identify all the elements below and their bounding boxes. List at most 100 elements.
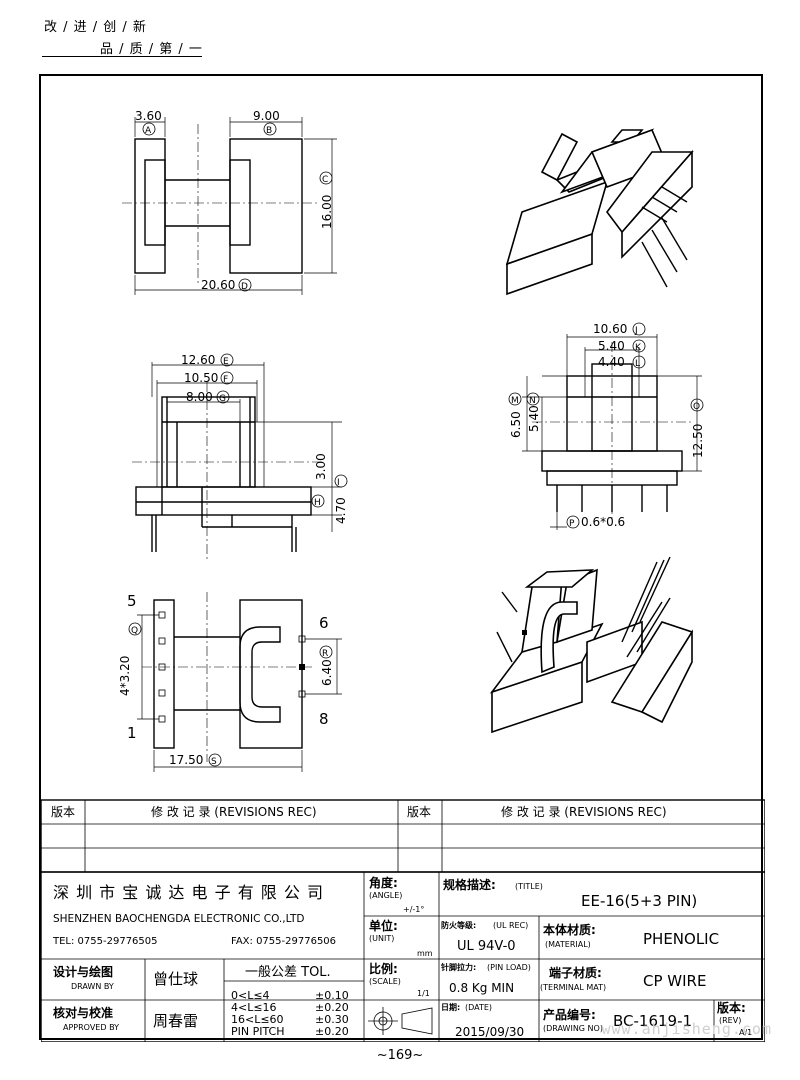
dim-k-tag: K bbox=[635, 343, 642, 353]
tolerance-range: PIN PITCH bbox=[231, 1025, 285, 1038]
pin-label-6: 6 bbox=[319, 614, 329, 632]
angle-label-en: (ANGLE) bbox=[369, 891, 402, 900]
dim-i-tag: I bbox=[337, 478, 340, 488]
dim-k: 5.40 bbox=[598, 339, 625, 353]
company-tel: TEL: 0755-29776505 bbox=[52, 936, 158, 947]
isometric-view-top bbox=[505, 128, 694, 296]
dim-s-tag: S bbox=[211, 757, 217, 767]
dim-b-tag: B bbox=[266, 126, 272, 136]
pinload-value: 0.8 Kg MIN bbox=[449, 981, 514, 995]
watermark: www.ahjisheng.com bbox=[601, 1020, 772, 1038]
side-view bbox=[522, 334, 702, 530]
drawing-no-label-en: (DRAWING NO) bbox=[543, 1024, 603, 1033]
slogan-line-1: 改 / 进 / 创 / 新 bbox=[44, 20, 147, 35]
ul-value: UL 94V-0 bbox=[457, 939, 516, 954]
dim-e: 12.60 bbox=[181, 353, 215, 367]
tolerance-value: ±0.20 bbox=[315, 1025, 349, 1038]
title-label-en: (TITLE) bbox=[515, 882, 543, 891]
dim-m: 6.50 bbox=[509, 411, 523, 438]
scale-value: 1/1 bbox=[417, 989, 430, 998]
page-number: ~169~ bbox=[376, 1048, 424, 1063]
dim-c-tag: C bbox=[322, 175, 328, 185]
top-view bbox=[122, 117, 337, 295]
dim-o-tag: O bbox=[693, 402, 700, 412]
dim-n-tag: N bbox=[529, 396, 536, 406]
drawing-no-label: 产品编号: bbox=[543, 1007, 596, 1022]
dim-a: 3.60 bbox=[135, 109, 162, 123]
title-block-grid bbox=[41, 871, 765, 1042]
rev-label: 版本: bbox=[717, 1000, 746, 1015]
dim-r: 6.40 bbox=[320, 659, 334, 686]
dim-i: 3.00 bbox=[314, 453, 328, 480]
unit-label: 单位: bbox=[369, 918, 398, 933]
pinload-label: 针脚拉力: bbox=[441, 962, 476, 972]
material-value: PHENOLIC bbox=[643, 930, 719, 948]
pin-label-1: 1 bbox=[127, 724, 137, 742]
pinload-label-en: (PIN LOAD) bbox=[487, 963, 531, 972]
revision-col-no-left: 版本 bbox=[51, 805, 75, 819]
terminal-label-en: (TERMINAL MAT) bbox=[540, 983, 606, 992]
dim-n: 5.40 bbox=[527, 405, 541, 432]
title-value: EE-16(5+3 PIN) bbox=[581, 892, 697, 910]
terminal-value: CP WIRE bbox=[643, 972, 706, 990]
dim-f-tag: F bbox=[223, 375, 228, 385]
dim-h-tag: H bbox=[314, 498, 321, 508]
material-label: 本体材质: bbox=[543, 922, 596, 937]
revision-col-no-right: 版本 bbox=[407, 805, 431, 819]
drawn-by-value: 曾仕球 bbox=[153, 970, 198, 988]
rev-label-en: (REV) bbox=[719, 1016, 741, 1025]
unit-value: mm bbox=[417, 949, 433, 958]
rev-value: A/1 bbox=[739, 1028, 752, 1037]
dim-q: 4*3.20 bbox=[118, 656, 132, 696]
tolerance-value: ±0.20 bbox=[315, 1001, 349, 1014]
tolerance-range: 16<L≤60 bbox=[231, 1013, 284, 1026]
pin-label-5: 5 bbox=[127, 592, 137, 610]
tolerance-range: 0<L≤4 bbox=[231, 989, 270, 1002]
date-label: 日期: bbox=[441, 1002, 460, 1012]
dim-g-tag: G bbox=[219, 394, 226, 404]
approved-by-value: 周春雷 bbox=[153, 1012, 198, 1030]
dim-l-tag: L bbox=[635, 359, 640, 369]
drawing-no-value: BC-1619-1 bbox=[613, 1012, 692, 1030]
slogan-rule bbox=[42, 56, 202, 57]
scale-label-en: (SCALE) bbox=[369, 977, 401, 986]
dim-e-tag: E bbox=[223, 357, 229, 367]
dim-p: 0.6*0.6 bbox=[581, 515, 625, 529]
dim-c: 16.00 bbox=[320, 195, 334, 229]
bottom-view bbox=[137, 592, 342, 772]
dim-g: 8.00 bbox=[186, 390, 213, 404]
unit-label-en: (UNIT) bbox=[369, 934, 394, 943]
dim-l: 4.40 bbox=[598, 355, 625, 369]
drawing-frame: 3.60 A 9.00 B 16.00 C 20.60 D bbox=[39, 74, 765, 1042]
slogan-line-2: 品 / 质 / 第 / 一 bbox=[100, 42, 203, 57]
dim-j-tag: J bbox=[634, 326, 638, 336]
dim-r-tag: R bbox=[322, 649, 328, 659]
isometric-view-bottom bbox=[489, 556, 694, 734]
ul-label-en: (UL REC) bbox=[493, 921, 528, 930]
date-value: 2015/09/30 bbox=[455, 1025, 524, 1039]
scale-label: 比例: bbox=[369, 961, 398, 976]
company-name-cn: 深 圳 市 宝 诚 达 电 子 有 限 公 司 bbox=[53, 883, 324, 902]
tolerance-value: ±0.10 bbox=[315, 989, 349, 1002]
approved-by-label-en: APPROVED BY bbox=[63, 1023, 119, 1032]
revision-col-rec-right: 修 改 记 录 (REVISIONS REC) bbox=[501, 804, 667, 819]
dim-q-tag: Q bbox=[131, 626, 138, 636]
revision-col-rec-left: 修 改 记 录 (REVISIONS REC) bbox=[151, 804, 317, 819]
dim-d-tag: D bbox=[241, 282, 248, 292]
company-fax: FAX: 0755-29776506 bbox=[231, 936, 336, 947]
dim-j: 10.60 bbox=[593, 322, 627, 336]
technical-drawing: 3.60 A 9.00 B 16.00 C 20.60 D bbox=[41, 109, 765, 1042]
drawn-by-label-en: DRAWN BY bbox=[71, 982, 114, 991]
tolerance-range: 4<L≤16 bbox=[231, 1001, 277, 1014]
drawn-by-label: 设计与绘图 bbox=[53, 964, 113, 979]
dim-s: 17.50 bbox=[169, 753, 203, 767]
tolerance-value: ±0.30 bbox=[315, 1013, 349, 1026]
dim-a-tag: A bbox=[145, 126, 152, 136]
front-view bbox=[132, 362, 342, 562]
dim-m-tag: M bbox=[511, 396, 519, 406]
title-label: 规格描述: bbox=[443, 877, 496, 892]
company-name-en: SHENZHEN BAOCHENGDA ELECTRONIC CO.,LTD bbox=[53, 913, 305, 925]
dim-o: 12.50 bbox=[691, 424, 705, 458]
terminal-label: 端子材质: bbox=[549, 965, 602, 980]
